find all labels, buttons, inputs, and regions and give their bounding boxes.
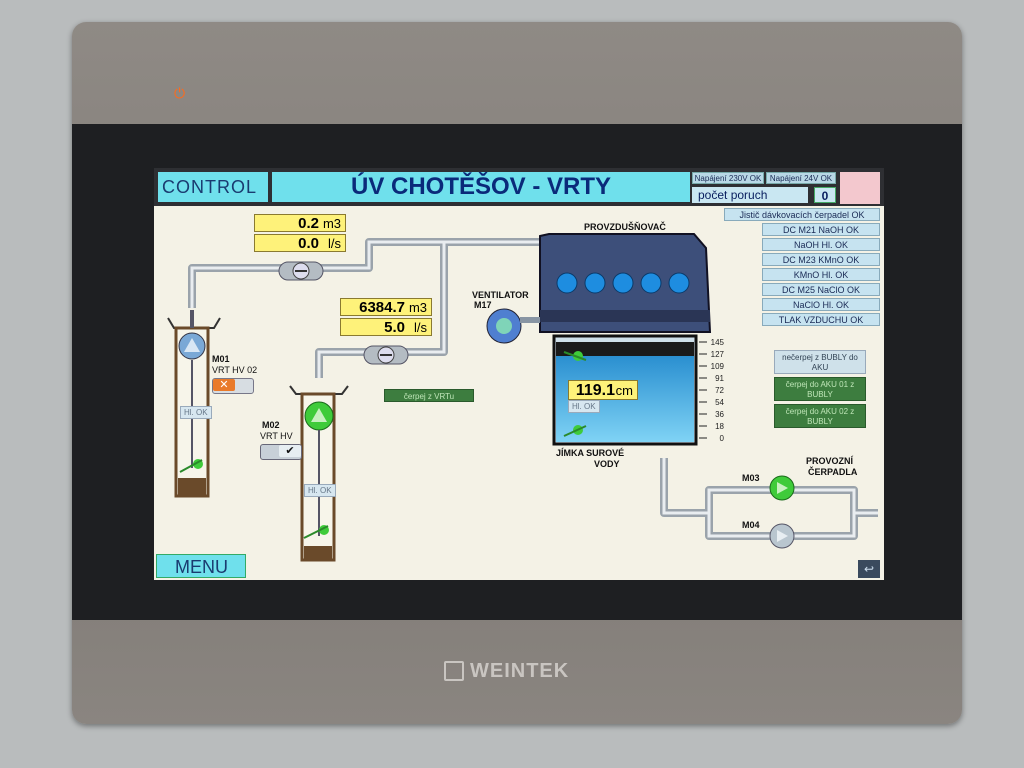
meter2-flow: 5.0 l/s <box>340 318 432 336</box>
status-dc-m23: DC M23 KMnO OK <box>762 253 880 266</box>
aerator-label: PROVZDUŠŇOVAČ <box>584 222 666 232</box>
fault-count-label: počet poruch <box>692 187 808 203</box>
process-diagram <box>167 233 878 562</box>
status-naclo-level: NaClO Hl. OK <box>762 298 880 311</box>
pump-to-aku01-button[interactable]: čerpej do AKU 01 z BUBLY <box>774 377 866 401</box>
status-kmno-level: KMnO Hl. OK <box>762 268 880 281</box>
raw-water-tank <box>552 334 707 446</box>
pump-m04-icon <box>769 523 795 549</box>
tank-scale-109: 109 <box>710 362 724 371</box>
pump-to-aku02-button[interactable]: čerpej do AKU 02 z BUBLY <box>774 404 866 428</box>
well2-name: VRT HV <box>260 431 293 441</box>
well-1 <box>167 310 221 498</box>
tank-scale-91: 91 <box>715 374 724 383</box>
well2-toggle[interactable]: ✔ <box>260 444 302 460</box>
brand-logo: WEINTEK <box>444 656 604 686</box>
pump-from-well-button[interactable]: čerpej z VRTu <box>384 389 474 402</box>
aerator-unit <box>539 233 712 333</box>
supply-230-status: Napájení 230V OK <box>692 172 764 184</box>
pumps-label-1: PROVOZNÍ <box>806 456 854 466</box>
power-icon: ⏻ <box>174 85 186 101</box>
meter1-volume-unit: m3 <box>322 216 341 231</box>
status-air-pressure: TLAK VZDUCHU OK <box>762 313 880 326</box>
tank-scale-72: 72 <box>715 386 724 395</box>
meter1-volume-value: 0.2 <box>298 215 319 232</box>
meter2-flow-value: 5.0 <box>384 319 405 336</box>
checkmark-icon: ✔ <box>279 445 301 457</box>
no-pump-from-bubbly-button[interactable]: nečerpej z BUBLY do AKU <box>774 350 866 374</box>
well1-level-status: Hl. OK <box>180 406 212 419</box>
tank-level-unit: cm <box>615 383 633 398</box>
back-arrow-icon[interactable]: ↩ <box>858 560 880 578</box>
tank-label-1: JÍMKA SUROVÉ <box>556 448 625 458</box>
meter2-volume-unit: m3 <box>408 300 427 315</box>
well1-motor: M01 <box>212 354 230 364</box>
meter1-flow-value: 0.0 <box>298 235 319 252</box>
fan-motor: M17 <box>474 300 492 310</box>
well-2 <box>289 385 349 562</box>
page-title: ÚV CHOTĚŠOV - VRTY <box>272 172 690 202</box>
fan-icon <box>486 308 540 344</box>
meter2-volume-value: 6384.7 <box>359 299 405 316</box>
pumps-label-2: ČERPADLA <box>808 467 858 477</box>
status-dc-m25: DC M25 NaClO OK <box>762 283 880 296</box>
well2-motor: M02 <box>262 420 280 430</box>
supply-24-status: Napájení 24V OK <box>766 172 836 184</box>
alarm-indicator[interactable] <box>840 172 880 204</box>
well1-toggle[interactable]: ✕ <box>212 378 254 394</box>
pump-m03-icon <box>769 475 795 501</box>
fan-label: VENTILATOR <box>472 290 529 300</box>
tank-level-value: 119.1 <box>575 382 615 399</box>
tank-scale-36: 36 <box>715 410 724 419</box>
close-icon: ✕ <box>213 379 235 391</box>
tank-scale-145: 145 <box>710 338 724 347</box>
flow-meter-2-icon <box>363 345 409 365</box>
status-dosing-breaker: Jistič dávkovacích čerpadel OK <box>724 208 880 221</box>
tank-scale-54: 54 <box>715 398 724 407</box>
status-naoh-level: NaOH Hl. OK <box>762 238 880 251</box>
tank-scale-18: 18 <box>715 422 724 431</box>
pump-m03-label: M03 <box>742 473 760 483</box>
tank-scale-127: 127 <box>710 350 724 359</box>
tank-level-status: Hl. OK <box>568 400 600 413</box>
flow-meter-1-icon <box>278 261 324 281</box>
tank-scale-0: 0 <box>719 434 724 443</box>
tank-label-2: VODY <box>594 459 620 469</box>
pump-m04-label: M04 <box>742 520 760 530</box>
well1-name: VRT HV 02 <box>212 365 258 375</box>
status-dc-m21: DC M21 NaOH OK <box>762 223 880 236</box>
logo-text: CONTROL <box>162 177 258 197</box>
fault-count[interactable]: 0 <box>814 187 836 203</box>
menu-button[interactable]: MENU <box>156 554 246 578</box>
well2-level-status: Hl. OK <box>304 484 336 497</box>
control-logo: CONTROL <box>158 172 268 202</box>
brand-name: WEINTEK <box>470 659 570 682</box>
meter2-flow-unit: l/s <box>414 320 427 335</box>
hmi-screen: CONTROL ÚV CHOTĚŠOV - VRTY Napájení 230V… <box>154 168 884 580</box>
weintek-logo-icon <box>444 661 464 681</box>
meter1-flow: 0.0 l/s <box>254 234 346 252</box>
meter1-flow-unit: l/s <box>328 236 341 251</box>
